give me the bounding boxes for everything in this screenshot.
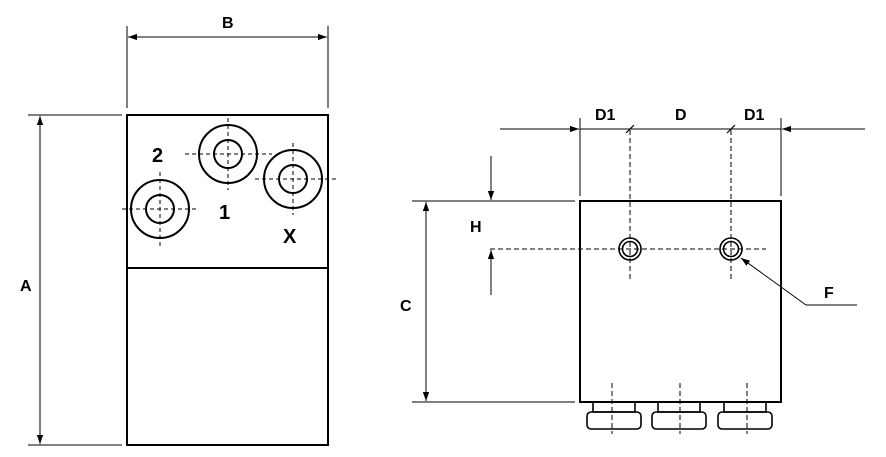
- top-view: 2 1 X B A: [20, 15, 336, 446]
- dimension-c: C: [400, 200, 575, 403]
- port-1-hole: [185, 118, 272, 190]
- dimension-d-d1: D1 D D1: [500, 107, 865, 196]
- dim-label-d: D: [675, 107, 687, 124]
- dim-label-f: F: [824, 285, 834, 302]
- dim-label-h: H: [470, 219, 482, 236]
- dimension-b: B: [126, 15, 329, 108]
- port-label-1: 1: [219, 202, 230, 224]
- dim-label-a: A: [20, 278, 32, 295]
- leader-f: F: [740, 257, 857, 306]
- top-view-body: [126, 114, 329, 446]
- port-x-hole: [255, 143, 336, 215]
- dim-label-b: B: [222, 15, 234, 32]
- dim-label-c: C: [400, 298, 412, 315]
- dimension-a: A: [20, 114, 122, 446]
- dim-label-d1-left: D1: [595, 107, 616, 124]
- bottom-fittings: [586, 383, 773, 434]
- dim-label-d1-right: D1: [744, 107, 765, 124]
- dimension-h: H: [470, 156, 495, 295]
- port-label-x: X: [283, 226, 297, 248]
- port-label-2: 2: [152, 145, 163, 167]
- side-view: C H D1 D D1 F: [400, 107, 865, 434]
- side-view-body: [579, 200, 782, 403]
- port-2-hole: [122, 172, 196, 246]
